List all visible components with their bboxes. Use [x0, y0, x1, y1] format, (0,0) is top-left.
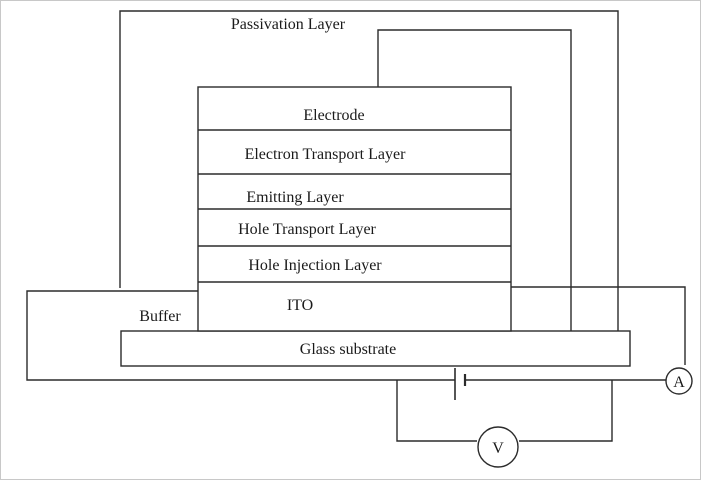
- voltmeter-wire-right: [519, 380, 613, 442]
- hole-injection-layer-label: Hole Injection Layer: [248, 257, 382, 274]
- ito-label: ITO: [287, 297, 313, 314]
- ammeter-symbol: [665, 367, 693, 395]
- hole-transport-layer-label: Hole Transport Layer: [238, 221, 376, 238]
- electrode-label: Electrode: [303, 107, 364, 124]
- glass-substrate-label: Glass substrate: [300, 341, 396, 358]
- voltmeter-wire-left: [396, 380, 477, 442]
- buffer-label: Buffer: [139, 308, 181, 325]
- voltmeter-label: V: [492, 440, 504, 457]
- ammeter-label: A: [673, 374, 685, 391]
- emitting-layer-label: Emitting Layer: [246, 189, 344, 206]
- circuit-wire-left: [26, 290, 455, 381]
- glass-substrate: [120, 330, 631, 367]
- passivation-layer-label: Passivation Layer: [231, 16, 346, 33]
- electrode-contact-wire: [377, 29, 572, 331]
- passivation-layer-outline: [119, 10, 619, 331]
- circuit-wire-right: [511, 286, 686, 365]
- voltmeter-symbol: [477, 426, 519, 468]
- electron-transport-layer-label: Electron Transport Layer: [245, 146, 407, 163]
